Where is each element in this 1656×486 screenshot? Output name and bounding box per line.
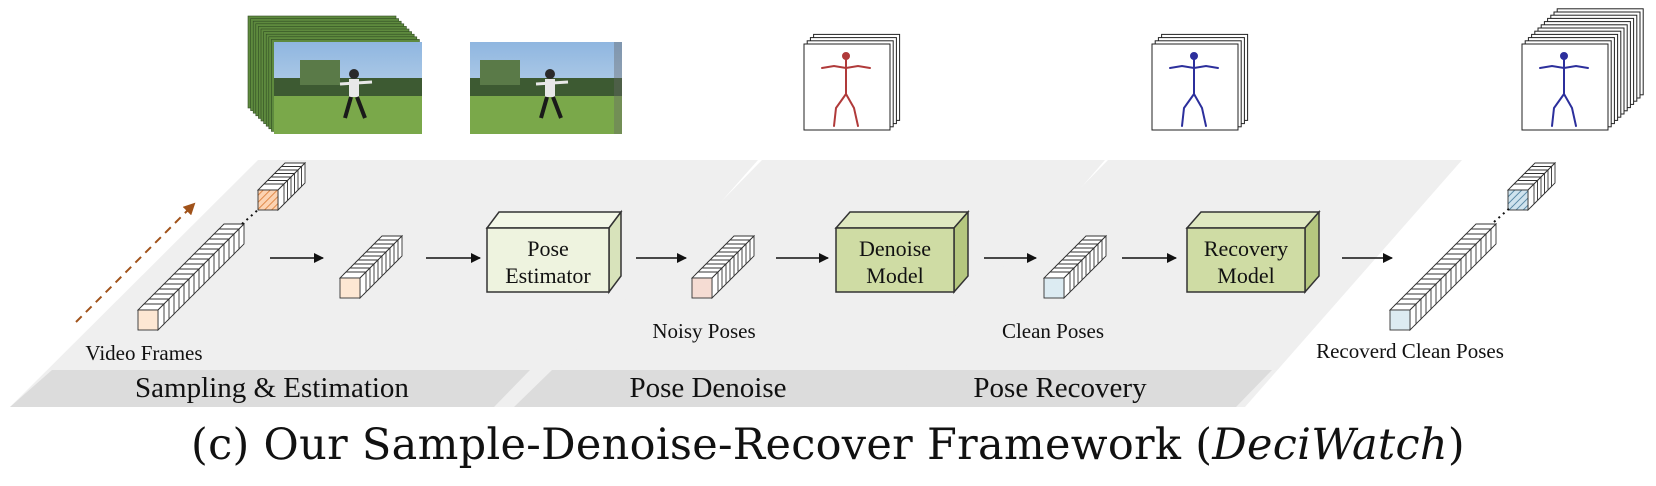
- noisy-poses-label: Noisy Poses: [652, 319, 755, 343]
- video-frame-cube: [136, 302, 166, 332]
- recovery-model-label-2: Model: [1217, 263, 1274, 288]
- caption-method-name: DeciWatch: [1212, 420, 1448, 470]
- clean-pose-skeleton-cards: [1151, 33, 1249, 131]
- noisy-skeleton-icon: [821, 52, 871, 127]
- dotted-connector-left: [241, 207, 261, 225]
- caption-prefix: (c) Our Sample-Denoise-Recover Framework…: [191, 420, 1213, 470]
- recovery-model-label-1: Recovery: [1204, 236, 1288, 261]
- denoise-model-box: Denoise Model: [834, 210, 970, 294]
- video-frames-stack: [136, 222, 246, 332]
- video-frame-stack-image: [247, 15, 422, 134]
- recovery-model-box: Recovery Model: [1185, 210, 1321, 294]
- sampled-frames-small-stack: [338, 234, 404, 300]
- figure-caption: (c) Our Sample-Denoise-Recover Framework…: [0, 420, 1656, 470]
- recovered-sampled-stack: [1506, 161, 1557, 212]
- sampled-frames-image: [470, 42, 622, 134]
- recovered-pose-cube: [1388, 302, 1418, 332]
- recovered-skeleton-icon: [1539, 52, 1589, 127]
- pose-estimator-label-2: Estimator: [505, 263, 591, 288]
- clean-pose-cube: [1042, 270, 1072, 300]
- clean-skeleton-icon: [1169, 52, 1219, 127]
- dotted-connector-right: [1493, 205, 1513, 223]
- denoise-model-label-1: Denoise: [859, 236, 931, 261]
- clean-poses-label: Clean Poses: [1002, 319, 1104, 343]
- recovered-clean-poses-label: Recoverd Clean Poses: [1316, 339, 1504, 363]
- pose-estimator-box: Pose Estimator: [485, 209, 623, 295]
- stage-label-denoise: Pose Denoise: [629, 372, 786, 404]
- sampled-frame-cube: [338, 270, 368, 300]
- sampled-frame-stack: [256, 161, 307, 212]
- noisy-poses-stack: [690, 234, 756, 300]
- sampled-frame-cube: [256, 182, 286, 212]
- caption-suffix: ): [1447, 420, 1465, 470]
- stage-label-recovery: Pose Recovery: [973, 372, 1147, 404]
- noisy-pose-skeleton-cards: [803, 33, 901, 131]
- recovered-sampled-cube: [1506, 182, 1536, 212]
- recovered-pose-skeleton-cards: [1521, 8, 1644, 131]
- stage-label-sampling: Sampling & Estimation: [135, 372, 409, 404]
- recovered-poses-stack: [1388, 222, 1498, 332]
- pose-estimator-label-1: Pose: [527, 236, 569, 261]
- clean-poses-stack: [1042, 234, 1108, 300]
- noisy-pose-cube: [690, 270, 720, 300]
- denoise-model-label-2: Model: [866, 263, 923, 288]
- video-frames-label: Video Frames: [85, 341, 202, 365]
